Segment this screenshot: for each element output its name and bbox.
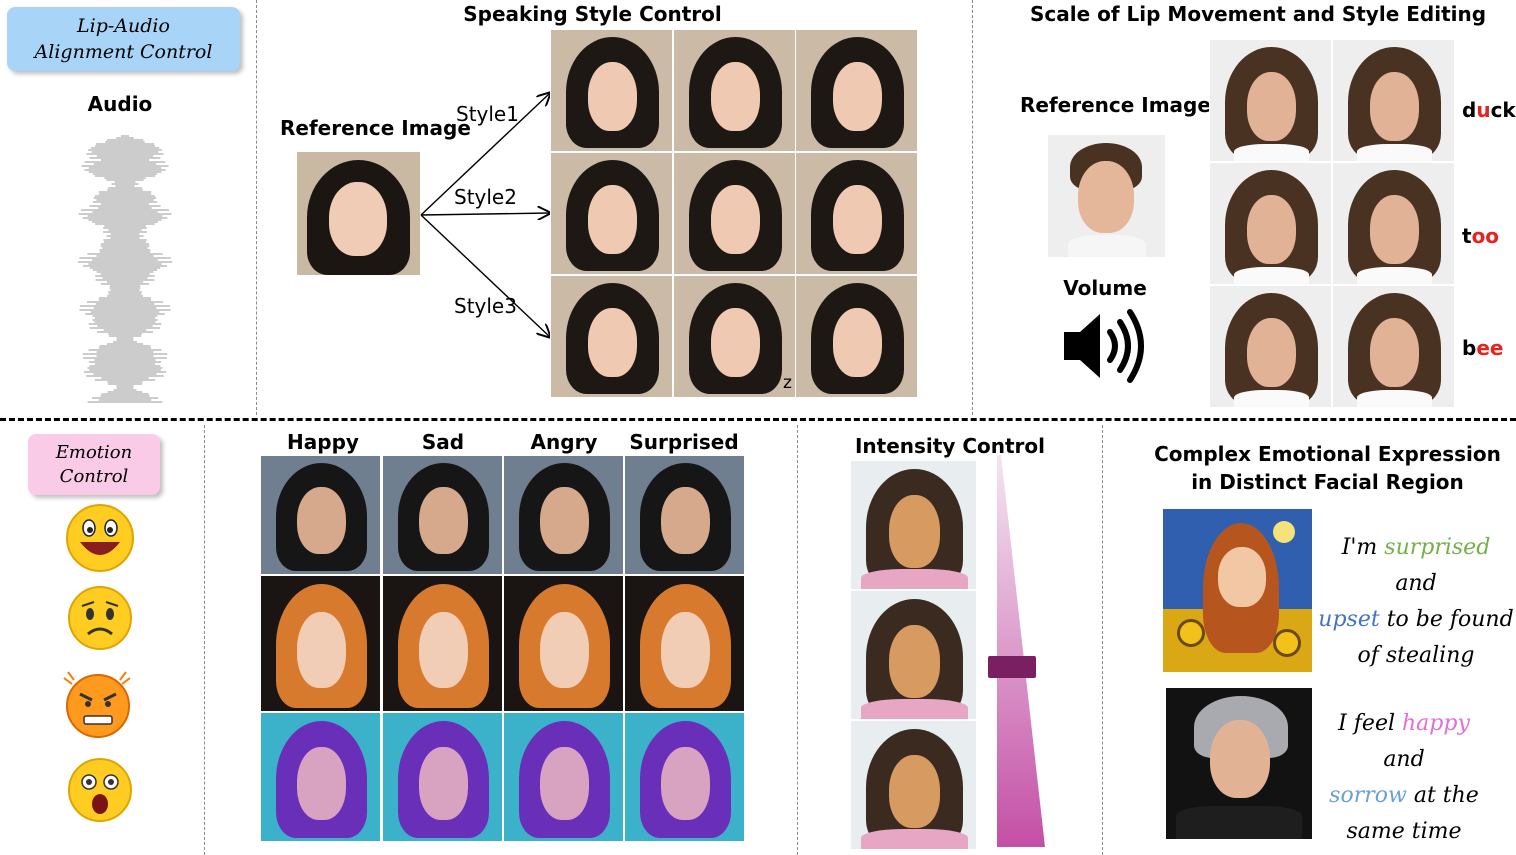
emotion-image-r3-c2 (382, 712, 503, 842)
word-duck-pre: d (1462, 98, 1477, 122)
caption2-line3: same time (1346, 819, 1462, 844)
worried-emoji-icon (68, 586, 132, 650)
caption2-text: I feel (1338, 711, 1402, 736)
speaking-style-title: Speaking Style Control (463, 2, 722, 26)
style-image-r3-c1 (550, 275, 673, 398)
intensity-image-3 (850, 720, 977, 850)
caption1-and: and (1395, 571, 1437, 596)
emotion-image-r2-c3 (503, 575, 624, 712)
lip-image-r1-c1 (1209, 39, 1332, 162)
lip-scale-title: Scale of Lip Movement and Style Editing (1030, 2, 1487, 26)
caption1-tobefound: to be found (1379, 607, 1514, 632)
complex-title-line2: in Distinct Facial Region (1191, 470, 1464, 494)
intensity-title: Intensity Control (854, 434, 1046, 458)
caption2-line2: sorrow at the (1314, 778, 1494, 814)
complex-caption-2: I feel happy and sorrow at the same time (1314, 706, 1494, 850)
lip-image-r2-c2 (1332, 162, 1455, 285)
lip-scale-reference-label: Reference Image (1020, 93, 1211, 117)
lip-image-r2-c1 (1209, 162, 1332, 285)
style-image-r3-c2 (673, 275, 796, 398)
laughing-emoji-icon (66, 504, 134, 572)
caption1-line3: of stealing (1357, 643, 1475, 668)
lip-audio-label-box: Lip-Audio Alignment Control (7, 7, 240, 71)
word-too: too (1462, 224, 1499, 248)
lip-audio-label-line2: Alignment Control (34, 41, 213, 63)
complex-image-1 (1163, 509, 1312, 672)
emotion-image-r2-c4 (624, 575, 745, 712)
word-bee-highlight: ee (1476, 336, 1504, 360)
emotion-label-line2: Control (59, 466, 129, 487)
speaker-icon (1064, 309, 1144, 383)
emotion-column-happy: Happy (287, 430, 359, 454)
emotion-column-angry: Angry (530, 430, 598, 454)
style-image-r3-c3 (795, 275, 918, 398)
emotion-image-r3-c1 (260, 712, 381, 842)
shocked-emoji-icon (68, 758, 132, 822)
emotion-label-line1: Emotion (55, 442, 133, 463)
complex-caption-1: I'm surprised and upset to be found of s… (1318, 530, 1514, 674)
complex-image-2 (1166, 688, 1312, 839)
emotion-column-sad: Sad (421, 430, 465, 454)
divider-v4 (797, 425, 798, 855)
word-duck-highlight: u (1476, 98, 1491, 122)
style-image-r1-c3 (795, 29, 918, 152)
style3-label: Style3 (454, 294, 517, 318)
style-image-r2-c2 (673, 152, 796, 275)
lip-image-r3-c1 (1209, 285, 1332, 408)
emotion-image-r1-c4 (624, 455, 745, 575)
volume-label: Volume (1063, 276, 1147, 300)
audio-label: Audio (87, 92, 153, 116)
style1-label: Style1 (456, 102, 519, 126)
lip-image-r3-c2 (1332, 285, 1455, 408)
caption1-text: I'm (1341, 535, 1385, 560)
caption2-sorrow: sorrow (1329, 783, 1407, 808)
emotion-image-r3-c4 (624, 712, 745, 842)
caption2-line1: I feel happy and (1314, 706, 1494, 778)
divider-v1 (256, 0, 257, 415)
divider-v2 (972, 0, 973, 415)
emotion-image-r2-c1 (260, 575, 381, 712)
lip-reference-image (1048, 135, 1165, 257)
intensity-slider (988, 455, 1045, 847)
intensity-image-1 (850, 460, 977, 590)
stray-mark: z (783, 373, 792, 393)
complex-title-line1: Complex Emotional Expression (1154, 442, 1501, 466)
angry-emoji-icon (63, 671, 131, 738)
emotion-image-r1-c2 (382, 455, 503, 575)
caption2-atthe: at the (1406, 783, 1479, 808)
style-image-r1-c1 (550, 29, 673, 152)
emotion-column-surprised: Surprised (629, 430, 739, 454)
divider-v5 (1102, 425, 1103, 855)
emotion-image-r2-c2 (382, 575, 503, 712)
lip-audio-label-line1: Lip-Audio (77, 15, 170, 37)
audio-waveform (77, 135, 173, 403)
speaking-style-reference-label: Reference Image (280, 116, 471, 140)
divider-v3 (204, 425, 205, 855)
emotion-image-r3-c3 (503, 712, 624, 842)
caption2-and: and (1383, 747, 1425, 772)
lip-image-r1-c2 (1332, 39, 1455, 162)
style-arrows (420, 85, 560, 345)
divider-horizontal (0, 418, 1516, 421)
caption1-line1: I'm surprised and (1318, 530, 1514, 602)
style-image-r2-c3 (795, 152, 918, 275)
intensity-image-2 (850, 590, 977, 720)
caption1-line2: upset to be found (1318, 602, 1514, 638)
caption1-upset: upset (1318, 607, 1380, 632)
word-bee: bee (1462, 336, 1503, 360)
style-image-r1-c2 (673, 29, 796, 152)
word-bee-pre: b (1462, 336, 1477, 360)
style-image-r2-c1 (550, 152, 673, 275)
emotion-image-r1-c1 (260, 455, 381, 575)
emotion-image-r1-c3 (503, 455, 624, 575)
word-duck-post: ck (1490, 98, 1516, 122)
speaking-reference-image (297, 152, 420, 275)
emotion-label-box: Emotion Control (28, 434, 160, 495)
caption1-surprised: surprised (1384, 535, 1491, 560)
word-too-highlight: oo (1471, 224, 1500, 248)
word-too-pre: t (1462, 224, 1472, 248)
word-duck: duck (1462, 98, 1516, 122)
style2-label: Style2 (454, 185, 517, 209)
caption2-happy: happy (1402, 711, 1470, 736)
